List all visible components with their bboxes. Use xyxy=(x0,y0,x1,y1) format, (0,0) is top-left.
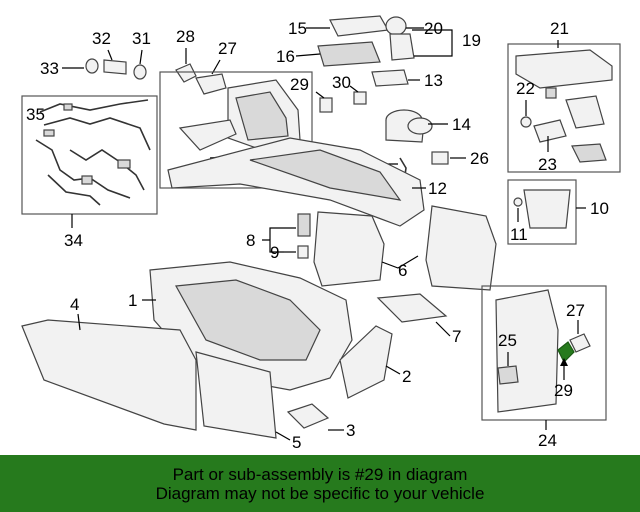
callout-32: 31 xyxy=(132,29,151,48)
console-bracket xyxy=(178,79,301,151)
front-panel-5 xyxy=(195,351,277,439)
floor-mat xyxy=(376,293,448,323)
side-panel-left xyxy=(313,211,385,287)
vehicle-fit-banner: Part or sub-assembly is #29 in diagram D… xyxy=(0,455,640,512)
callout-33: 32 xyxy=(92,29,111,48)
callout-23: 23 xyxy=(538,155,557,174)
callout-7: 7 xyxy=(452,327,461,346)
callout-5: 5 xyxy=(292,433,301,452)
usb-parts-top xyxy=(175,63,227,95)
callout-1: 1 xyxy=(128,291,137,310)
callout-6: 6 xyxy=(398,261,407,280)
leader-8 xyxy=(262,227,296,253)
harness-group-box xyxy=(21,95,158,215)
bracket-group-box xyxy=(159,71,313,189)
callout-25: 25 xyxy=(498,331,517,350)
callout-15: 15 xyxy=(288,19,307,38)
callout-9: 9 xyxy=(270,243,279,262)
callout-19: 19 xyxy=(462,31,481,50)
callout-4: 4 xyxy=(70,295,79,314)
leader-30 xyxy=(315,91,325,99)
callout-21: 21 xyxy=(550,19,569,38)
callout-11: 11 xyxy=(510,225,528,244)
cup-holder xyxy=(385,109,433,143)
armrest-lid xyxy=(515,49,613,163)
callout-28: 28 xyxy=(176,27,195,46)
leader-6 xyxy=(381,255,419,269)
storage-bin xyxy=(523,189,571,229)
bin-clip xyxy=(513,197,523,207)
bin-group-box xyxy=(507,179,577,245)
clip-parts xyxy=(319,69,409,113)
part-8 xyxy=(297,213,311,237)
callout-35: 34 xyxy=(64,231,83,250)
callout-20: 20 xyxy=(424,19,443,38)
bracket-2 xyxy=(339,325,393,399)
switch-27-lower xyxy=(569,333,591,353)
callout-34: 33 xyxy=(40,59,59,78)
callout-13: 13 xyxy=(424,71,443,90)
console-base-frame xyxy=(175,279,321,361)
panel-group-box xyxy=(481,285,607,421)
callout-3: 3 xyxy=(346,421,355,440)
banner-line-disclaimer: Diagram may not be specific to your vehi… xyxy=(155,483,485,503)
leader-29-arrow xyxy=(560,358,568,366)
callout-27-top: 27 xyxy=(218,39,237,58)
upper-trim xyxy=(167,137,425,227)
callout-36: 35 xyxy=(26,105,45,124)
leader-4 xyxy=(77,313,81,331)
leader-2 xyxy=(385,365,401,375)
callout-12: 12 xyxy=(428,179,447,198)
callout-2: 2 xyxy=(402,367,411,386)
leader-32 xyxy=(139,49,143,65)
leader-16 xyxy=(295,53,321,57)
leader-5 xyxy=(275,431,291,441)
side-panel-right xyxy=(425,205,497,291)
callout-8: 8 xyxy=(246,231,255,250)
part-3 xyxy=(286,403,330,429)
callout-31: 30 xyxy=(332,73,351,92)
leader-31 xyxy=(349,85,359,93)
leader-7 xyxy=(435,321,451,337)
callout-26: 26 xyxy=(470,149,489,168)
parts-diagram: 35 34 33 32 31 28 27 17 15 16 20 19 xyxy=(21,15,621,452)
callout-30: 29 xyxy=(290,75,309,94)
callout-22: 22 xyxy=(516,79,535,98)
callout-10: 10 xyxy=(590,199,609,218)
leader-19 xyxy=(412,29,453,57)
callout-29: 29 xyxy=(554,381,573,400)
plug-parts xyxy=(85,58,147,80)
callout-16: 16 xyxy=(276,47,295,66)
part-9 xyxy=(297,245,309,259)
upper-trim-channel xyxy=(249,149,402,201)
callout-27-lower: 27 xyxy=(566,301,585,320)
callout-24: 24 xyxy=(538,431,557,450)
callout-14: 14 xyxy=(452,115,471,134)
side-panel-24 xyxy=(495,289,559,413)
lid-group-box xyxy=(507,43,621,173)
switch-25 xyxy=(497,365,519,385)
wiring-harness xyxy=(35,99,151,206)
leader-33 xyxy=(107,49,113,61)
top-trim-parts xyxy=(317,15,415,67)
banner-line-part: Part or sub-assembly is #29 in diagram xyxy=(172,464,468,484)
highlighted-part-29 xyxy=(557,341,575,364)
side-trim-4 xyxy=(21,319,197,431)
switch-26 xyxy=(431,151,449,165)
